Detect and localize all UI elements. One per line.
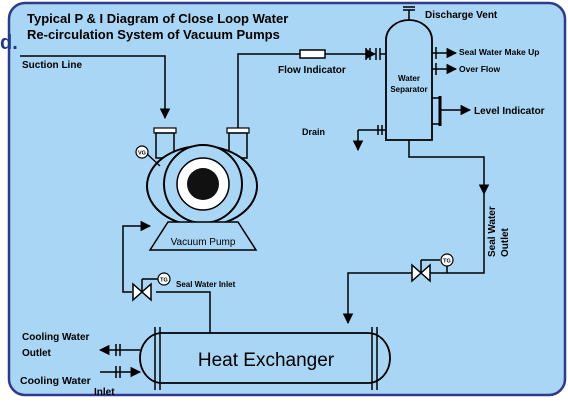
heat-exchanger-label: Heat Exchanger [198, 350, 335, 371]
suction-line-label: Suction Line [22, 60, 82, 71]
outlet-control-valve [411, 259, 448, 283]
vacuum-gauge [145, 152, 161, 167]
cooling-water-inlet-label-2: Inlet [94, 387, 115, 398]
flow-indicator-label: Flow Indicator [278, 65, 346, 76]
vacuum-pump-label: Vacuum Pump [171, 237, 236, 248]
outlet-temperature-gauge [440, 253, 454, 267]
vacuum-gauge-dial [135, 145, 149, 159]
water-separator [375, 6, 433, 141]
edge-fragment-text: d. [0, 32, 18, 54]
inlet-temperature-gauge [157, 272, 171, 286]
heat-exchanger [139, 327, 391, 390]
suction-line [20, 55, 171, 120]
make-up-overflow-lines [432, 47, 458, 75]
seal-water-outlet-line [342, 140, 490, 325]
inlet-control-valve [132, 278, 158, 302]
vg-text: VG [138, 151, 146, 157]
level-indicator-label: Level Indicator [474, 106, 545, 117]
seal-water-outlet-label-1: Seal Water [487, 206, 498, 257]
cooling-water-outlet-label-2: Outlet [22, 348, 52, 359]
diagram-title-line2: Re-circulation System of Vacuum Pumps [27, 27, 280, 42]
water-separator-label-1: Water [398, 74, 420, 83]
vacuum-pump [146, 127, 258, 251]
diagram-title-line1: Typical P & I Diagram of Close Loop Wate… [27, 11, 288, 26]
cooling-water-outlet-label-1: Cooling Water [22, 332, 90, 343]
water-separator-label-2: Separator [390, 85, 427, 94]
seal-water-inlet-label: Seal Water Inlet [176, 280, 236, 289]
discharge-vent-label: Discharge Vent [425, 10, 498, 21]
seal-water-make-up-label: Seal Water Make Up [459, 47, 539, 57]
flow-indicator [299, 48, 371, 60]
seal-water-inlet-line [122, 220, 211, 333]
inlet-tg-text: TG [160, 278, 168, 284]
drain-line [352, 125, 386, 152]
cooling-water-inlet-label-1: Cooling Water [20, 375, 91, 387]
drain-label: Drain [302, 127, 325, 137]
seal-water-outlet-label-2: Outlet [500, 227, 511, 257]
level-indicator [432, 96, 472, 126]
cooling-water-lines [98, 344, 142, 378]
over-flow-label: Over Flow [459, 64, 500, 74]
outlet-tg-text: TG [443, 259, 451, 265]
